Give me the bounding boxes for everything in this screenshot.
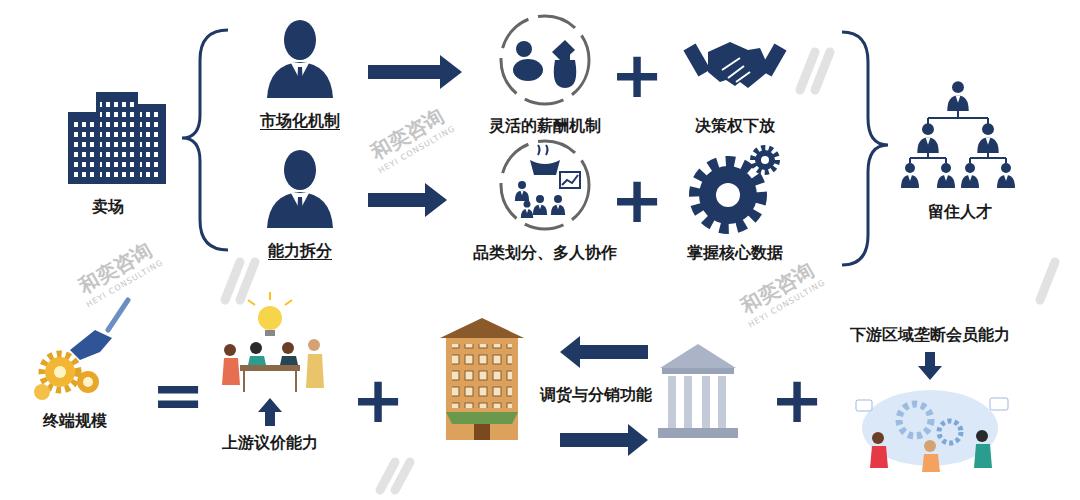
block-arrow [368, 55, 462, 89]
node-label: 调货与分销功能 [540, 385, 652, 405]
node-label: 下游区域垄断会员能力 [850, 325, 1010, 345]
watermark: 和奕咨询HEYI CONSULTING [71, 235, 165, 310]
icon-node: 掌握核心数据 [668, 135, 802, 265]
node-label: 灵活的薪酬机制 [489, 116, 601, 136]
operator-sign: + [610, 43, 664, 107]
icon-node: 留住人才 [905, 196, 1015, 228]
node-label: 品类划分、多人协作 [473, 243, 617, 263]
watermark-text: 和奕咨询 [736, 256, 819, 319]
operator-sign: + [351, 368, 405, 432]
node-label: 终端规模 [43, 411, 107, 431]
node-label: 能力拆分 [268, 241, 332, 261]
node-label: 留住人才 [928, 202, 992, 222]
watermark-text: 和奕咨询 [366, 102, 449, 165]
block-arrow [368, 183, 447, 217]
node-label: 决策权下放 [695, 116, 775, 136]
watermark: 和奕咨询HEYI CONSULTING [363, 101, 457, 176]
watermark-text: HEYI CONSULTING [377, 124, 457, 176]
icon-node: 能力拆分 [240, 145, 360, 263]
icon-node: 卖场 [50, 190, 166, 224]
icon-node: 下游区域垄断会员能力 [828, 320, 1032, 350]
operator-sign: + [610, 168, 664, 232]
node-label: 掌握核心数据 [687, 243, 783, 263]
operator-sign: + [770, 368, 824, 432]
watermark: 和奕咨询HEYI CONSULTING [733, 255, 827, 330]
operator-sign: = [151, 363, 205, 427]
watermark-text: HEYI CONSULTING [85, 258, 165, 310]
icon-node: 品类划分、多人协作 [455, 135, 635, 265]
node-label: 卖场 [92, 197, 124, 217]
watermark-text: HEYI CONSULTING [747, 278, 827, 330]
icon-node: 决策权下放 [668, 5, 802, 138]
icon-node: 灵活的薪酬机制 [470, 5, 620, 138]
node-label: 上游议价能力 [222, 433, 318, 453]
icon-node: 市场化机制 [240, 15, 360, 133]
icon-node: 调货与分销功能 [534, 380, 658, 410]
icon-node: 上游议价能力 [200, 428, 340, 458]
icon-node: 终端规模 [20, 405, 130, 437]
watermark-text: 和奕咨询 [74, 236, 157, 299]
node-label: 市场化机制 [260, 111, 340, 131]
